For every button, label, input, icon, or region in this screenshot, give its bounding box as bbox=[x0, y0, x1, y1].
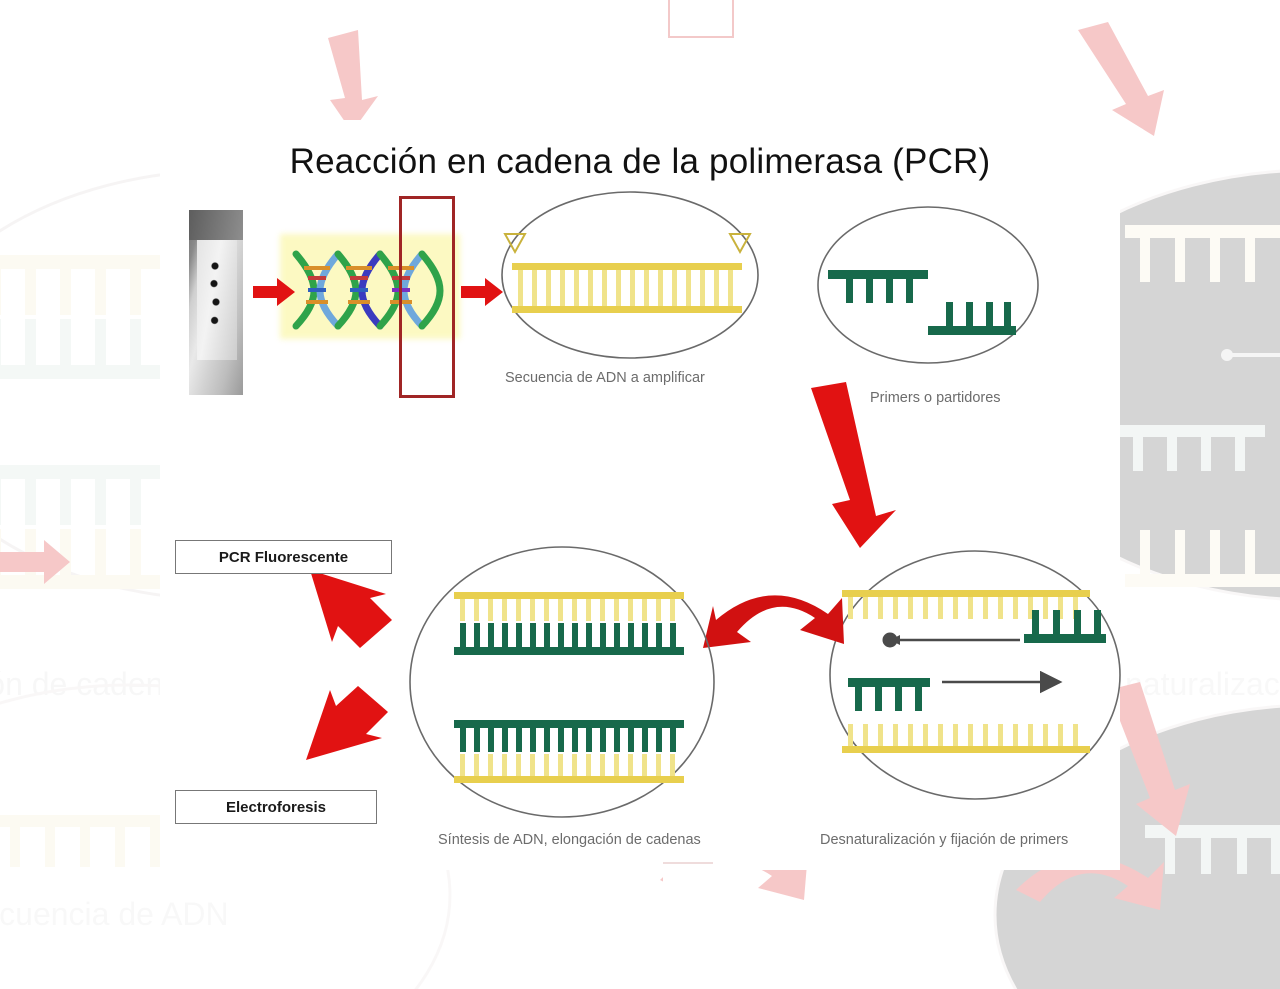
label-box-pcr-fluorescente[interactable]: PCR Fluorescente bbox=[175, 540, 392, 574]
arrow-primers-to-denaturation bbox=[811, 382, 896, 548]
page-title: Reacción en cadena de la polimerasa (PCR… bbox=[289, 142, 991, 181]
primer-annealed-left bbox=[848, 678, 930, 711]
bg-arrow-2 bbox=[1078, 22, 1164, 136]
tube-handwriting bbox=[205, 258, 225, 338]
ellipse-primers bbox=[817, 206, 1039, 364]
caption-primers: Primers o partidores bbox=[870, 390, 1001, 406]
primer-top bbox=[828, 270, 928, 303]
label-box-pcr-fluorescente-text: PCR Fluorescente bbox=[218, 548, 349, 566]
bg-arrow-curve-left bbox=[1016, 856, 1164, 910]
primer-marker-left-icon bbox=[503, 233, 527, 255]
denaturation-content bbox=[842, 590, 1106, 753]
sample-tube-photo bbox=[189, 210, 243, 395]
dna-helix-illustration bbox=[280, 234, 460, 339]
dna-target-sequence bbox=[503, 233, 752, 313]
label-box-electroforesis-text: Electroforesis bbox=[225, 798, 327, 816]
primer-bottom bbox=[928, 302, 1016, 335]
caption-denaturation: Desnaturalización y fijación de primers bbox=[820, 832, 1069, 848]
ellipse-synthesis bbox=[409, 546, 715, 818]
arrow-helix-to-target bbox=[461, 278, 503, 306]
background-white-patch-bottom bbox=[663, 862, 713, 894]
pcr-vector-art bbox=[253, 191, 1121, 818]
arrow-sample-to-helix bbox=[253, 278, 295, 306]
ellipse-target-sequence bbox=[501, 191, 759, 359]
caption-target-sequence: Secuencia de ADN a amplificar bbox=[505, 370, 705, 386]
arrow-cycle-curved bbox=[703, 595, 844, 648]
arrow-to-electroforesis bbox=[306, 686, 388, 760]
caption-synthesis: Síntesis de ADN, elongación de cadenas bbox=[438, 832, 701, 848]
primer-annealed-right bbox=[1024, 610, 1106, 643]
arrow-to-pcr-fluorescente bbox=[310, 570, 392, 648]
background-white-patch-top bbox=[668, 0, 734, 38]
ellipse-denaturation bbox=[829, 550, 1121, 800]
tube-cap bbox=[189, 210, 243, 240]
bg-arrow-4 bbox=[0, 540, 70, 584]
primer-marker-right-icon bbox=[728, 233, 752, 255]
region-highlight-rect bbox=[399, 196, 455, 398]
label-box-electroforesis[interactable]: Electroforesis bbox=[175, 790, 377, 824]
bg-arrow-1 bbox=[328, 30, 378, 132]
dna-helix-svg bbox=[292, 250, 444, 330]
bg-arrow-3 bbox=[1108, 682, 1190, 836]
synthesis-content bbox=[454, 592, 684, 783]
pcr-diagram-foreground: Reacción en cadena de la polimerasa (PCR… bbox=[160, 120, 1121, 870]
